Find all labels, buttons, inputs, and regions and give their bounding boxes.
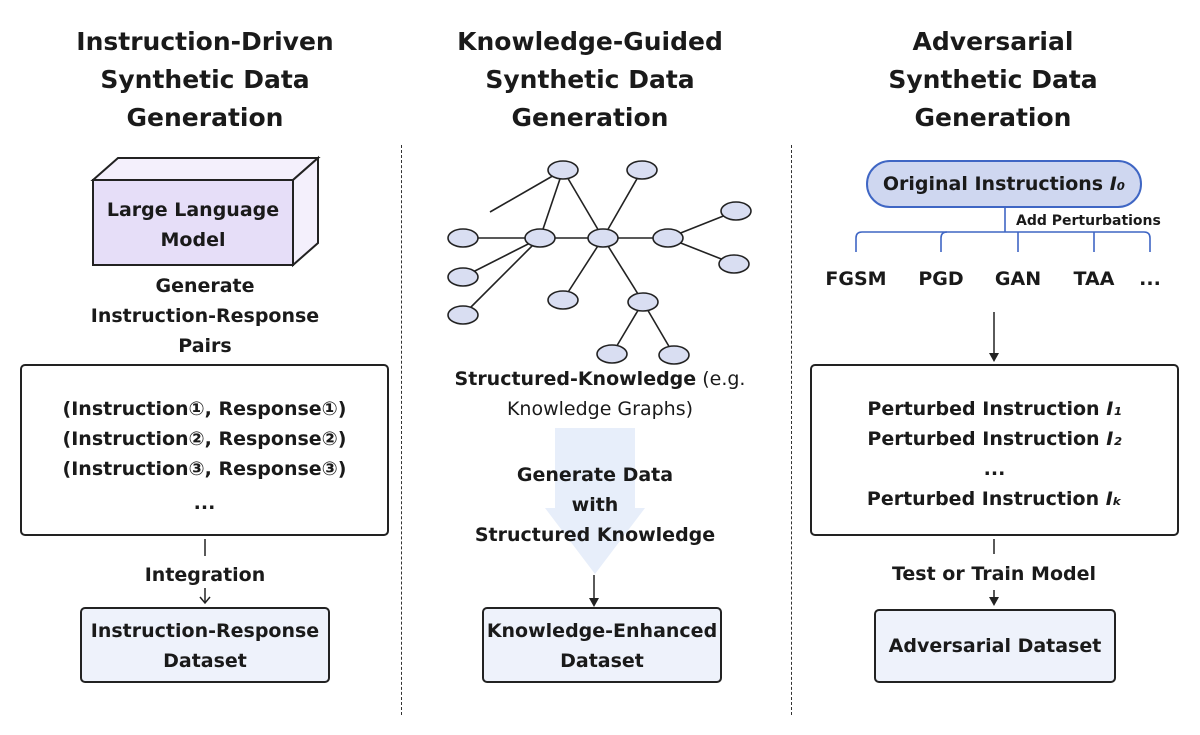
- column-divider: [401, 145, 402, 715]
- caption-line: Structured-Knowledge (e.g.: [420, 364, 780, 394]
- perturbed-text: Perturbed Instruction: [866, 488, 1106, 510]
- graph-node: [524, 228, 556, 248]
- arrow-to-perturbed-box: [989, 312, 999, 362]
- pairs-box: (Instruction①, Response①) (Instruction②,…: [20, 364, 389, 536]
- knowledge-enhanced-dataset-box: Knowledge-Enhanced Dataset: [482, 607, 722, 683]
- adversarial-dataset-label: Adversarial Dataset: [888, 635, 1102, 657]
- graph-node: [718, 254, 750, 274]
- graph-node: [658, 345, 690, 365]
- integration-connector: [199, 539, 211, 605]
- big-down-arrow: [545, 428, 645, 574]
- perturbed-line: Perturbed Instruction I₁: [812, 394, 1177, 424]
- graph-node: [596, 344, 628, 364]
- dataset-line: Dataset: [163, 650, 247, 672]
- label-line: Structured Knowledge: [474, 524, 716, 546]
- caption-line: Knowledge Graphs): [506, 398, 694, 420]
- title-line: Adversarial: [912, 27, 1074, 56]
- title-line: Synthetic Data: [485, 65, 695, 94]
- perturbed-line: ...: [812, 454, 1177, 484]
- column-divider: [791, 145, 792, 715]
- method-ellipsis: ...: [1139, 268, 1161, 290]
- label-line: Generate: [155, 275, 255, 297]
- label-line: Generate Data: [516, 464, 674, 486]
- generate-data-label: Generate Data with Structured Knowledge: [440, 460, 750, 550]
- test-train-connector: [989, 539, 999, 606]
- llm-line: Model: [160, 229, 226, 251]
- perturbed-text: ...: [983, 458, 1006, 480]
- pair-line: (Instruction②, Response②): [62, 428, 347, 450]
- label-line: Pairs: [178, 335, 232, 357]
- title-line: Synthetic Data: [888, 65, 1098, 94]
- perturbation-tree: [855, 207, 1151, 252]
- pair-line: (Instruction①, Response①): [62, 398, 347, 420]
- arrow-to-knowledge-dataset: [589, 575, 599, 607]
- perturbed-text: Perturbed Instruction: [867, 398, 1107, 420]
- structured-knowledge-bold: Structured-Knowledge: [454, 368, 697, 390]
- graph-node: [547, 290, 579, 310]
- structured-knowledge-caption: Structured-Knowledge (e.g. Knowledge Gra…: [420, 364, 780, 424]
- graph-node: [627, 292, 659, 312]
- original-symbol: I₀: [1109, 173, 1126, 195]
- llm-line: Large Language: [106, 199, 280, 221]
- graph-node: [447, 267, 479, 287]
- graph-node: [447, 305, 479, 325]
- perturbed-symbol: Iₖ: [1105, 488, 1123, 510]
- graph-node: [652, 228, 684, 248]
- label-line: Instruction-Response: [90, 305, 320, 327]
- perturbed-symbol: I₂: [1106, 428, 1122, 450]
- dataset-line: Knowledge-Enhanced: [486, 620, 718, 642]
- knowledge-graph: [447, 160, 752, 365]
- instruction-response-dataset-box: Instruction-Response Dataset: [80, 607, 330, 683]
- method-fgsm: FGSM: [825, 268, 887, 290]
- perturbed-line: Perturbed Instruction I₂: [812, 424, 1177, 454]
- pair-line: (Instruction③, Response③): [62, 458, 347, 480]
- title-line: Generation: [511, 103, 669, 132]
- method-pgd: PGD: [918, 268, 964, 290]
- generate-pairs-label: Generate Instruction-Response Pairs: [50, 271, 360, 361]
- llm-box-3d: [90, 155, 321, 268]
- perturbed-symbol: I₁: [1106, 398, 1122, 420]
- graph-node: [587, 228, 619, 248]
- graph-node: [447, 228, 479, 248]
- title-line: Synthetic Data: [100, 65, 310, 94]
- llm-box-label: Large Language Model: [93, 195, 293, 255]
- column-title-instruction-driven: Instruction-Driven Synthetic Data Genera…: [40, 23, 370, 137]
- perturbed-text: Perturbed Instruction: [867, 428, 1107, 450]
- adversarial-dataset-box: Adversarial Dataset: [874, 609, 1116, 683]
- perturbed-instructions-box: Perturbed Instruction I₁ Perturbed Instr…: [810, 364, 1179, 536]
- pair-line: ...: [193, 492, 216, 514]
- column-title-knowledge-guided: Knowledge-Guided Synthetic Data Generati…: [425, 23, 755, 137]
- title-line: Generation: [126, 103, 284, 132]
- llm-box-front-face: [92, 179, 294, 266]
- graph-node: [626, 160, 658, 180]
- add-perturbations-label: Add Perturbations: [1016, 213, 1161, 229]
- label-line: with: [571, 494, 619, 516]
- title-line: Instruction-Driven: [76, 27, 334, 56]
- title-line: Generation: [914, 103, 1072, 132]
- graph-node: [720, 201, 752, 221]
- graph-node: [547, 160, 579, 180]
- test-train-label: Test or Train Model: [891, 563, 1097, 585]
- integration-label: Integration: [144, 564, 266, 586]
- method-gan: GAN: [994, 268, 1042, 290]
- method-taa: TAA: [1073, 268, 1115, 290]
- llm-box-top-face: [90, 157, 321, 181]
- original-instructions-text: Original Instructions: [882, 173, 1104, 195]
- structured-knowledge-rest: (e.g.: [696, 368, 746, 390]
- column-title-adversarial: Adversarial Synthetic Data Generation: [828, 23, 1158, 137]
- perturbed-line: Perturbed Instruction Iₖ: [812, 484, 1177, 514]
- dataset-line: Dataset: [560, 650, 644, 672]
- title-line: Knowledge-Guided: [457, 27, 723, 56]
- original-instructions-pill: Original Instructions I₀: [866, 160, 1142, 208]
- dataset-line: Instruction-Response: [90, 620, 320, 642]
